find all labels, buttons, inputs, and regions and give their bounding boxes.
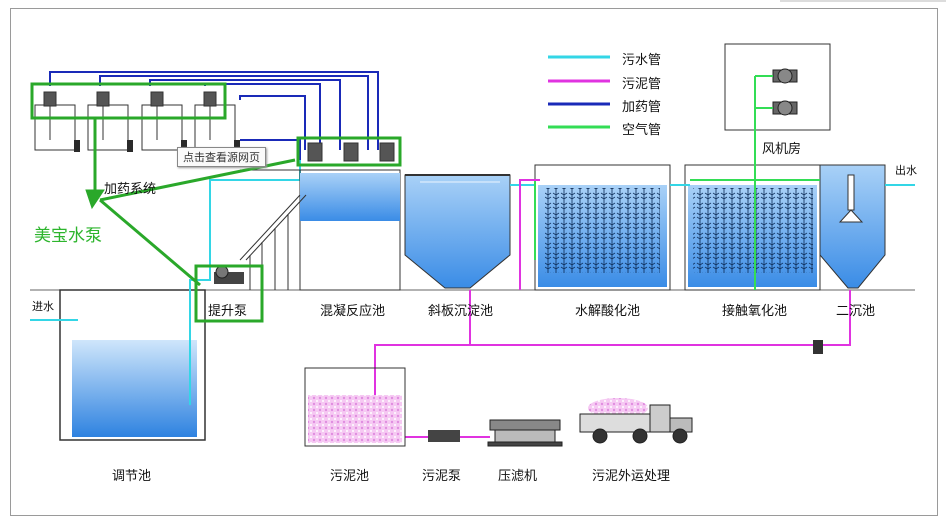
- label-contact-oxidation: 接触氧化池: [722, 304, 788, 319]
- label-sludge-pump: 污泥泵: [422, 469, 462, 484]
- sludge-pipes: [374, 179, 851, 438]
- hydrolysis-media: [545, 188, 660, 273]
- filter-press-shape: [487, 419, 563, 447]
- label-outlet: 出水: [895, 164, 917, 177]
- legend-lines: [548, 55, 610, 129]
- settler-body: [404, 174, 511, 289]
- oxidation-media: [693, 188, 813, 273]
- top-edge-bar: [780, 0, 946, 2]
- label-inlet: 进水: [32, 300, 54, 313]
- equalization-water: [72, 340, 197, 437]
- label-sludge-tank: 污泥池: [330, 469, 370, 484]
- label-coag-tank: 混凝反应池: [320, 304, 386, 319]
- label-secondary-settler: 二沉池: [836, 304, 876, 319]
- legend-dosing-pipe: 加药管: [622, 100, 662, 115]
- label-lift-pump: 提升泵: [208, 304, 248, 319]
- secondary-settler-body: [819, 164, 886, 289]
- dosing-mixers: [43, 91, 217, 140]
- truck-shape: [579, 398, 693, 444]
- brand-overlay-text: 美宝水泵: [34, 226, 102, 246]
- stairs: [239, 169, 307, 290]
- label-inclined-settler: 斜板沉淀池: [428, 304, 494, 319]
- dosing-pumps: [74, 140, 240, 152]
- coag-water: [300, 173, 400, 221]
- blowers: [772, 68, 798, 116]
- legend-sludge-pipe: 污泥管: [622, 77, 662, 92]
- label-dosing-system: 加药系统: [104, 182, 157, 197]
- label-hydrolysis-tank: 水解酸化池: [575, 304, 641, 319]
- highlight-boxes: [30, 82, 402, 323]
- sewage-pipe-lift: [189, 160, 301, 405]
- source-page-tooltip[interactable]: 点击查看源网页: [177, 147, 266, 167]
- label-equalization-tank: 调节池: [112, 469, 152, 484]
- legend-sewage-pipe: 污水管: [622, 53, 662, 68]
- sludge-pump-2: [813, 340, 823, 354]
- coag-mixers: [307, 142, 395, 162]
- dosing-tanks: [34, 104, 236, 151]
- sludge-tank: [304, 367, 406, 447]
- label-blower-room: 风机房: [762, 142, 802, 157]
- lift-pump-shape: [214, 265, 244, 284]
- sludge-pump-shape: [428, 430, 460, 442]
- label-sludge-transport: 污泥外运处理: [592, 469, 671, 484]
- legend-air-pipe: 空气管: [622, 123, 662, 138]
- label-filter-press: 压滤机: [498, 469, 538, 484]
- equalization-tank: [59, 289, 206, 441]
- blower-room-box: [724, 43, 831, 131]
